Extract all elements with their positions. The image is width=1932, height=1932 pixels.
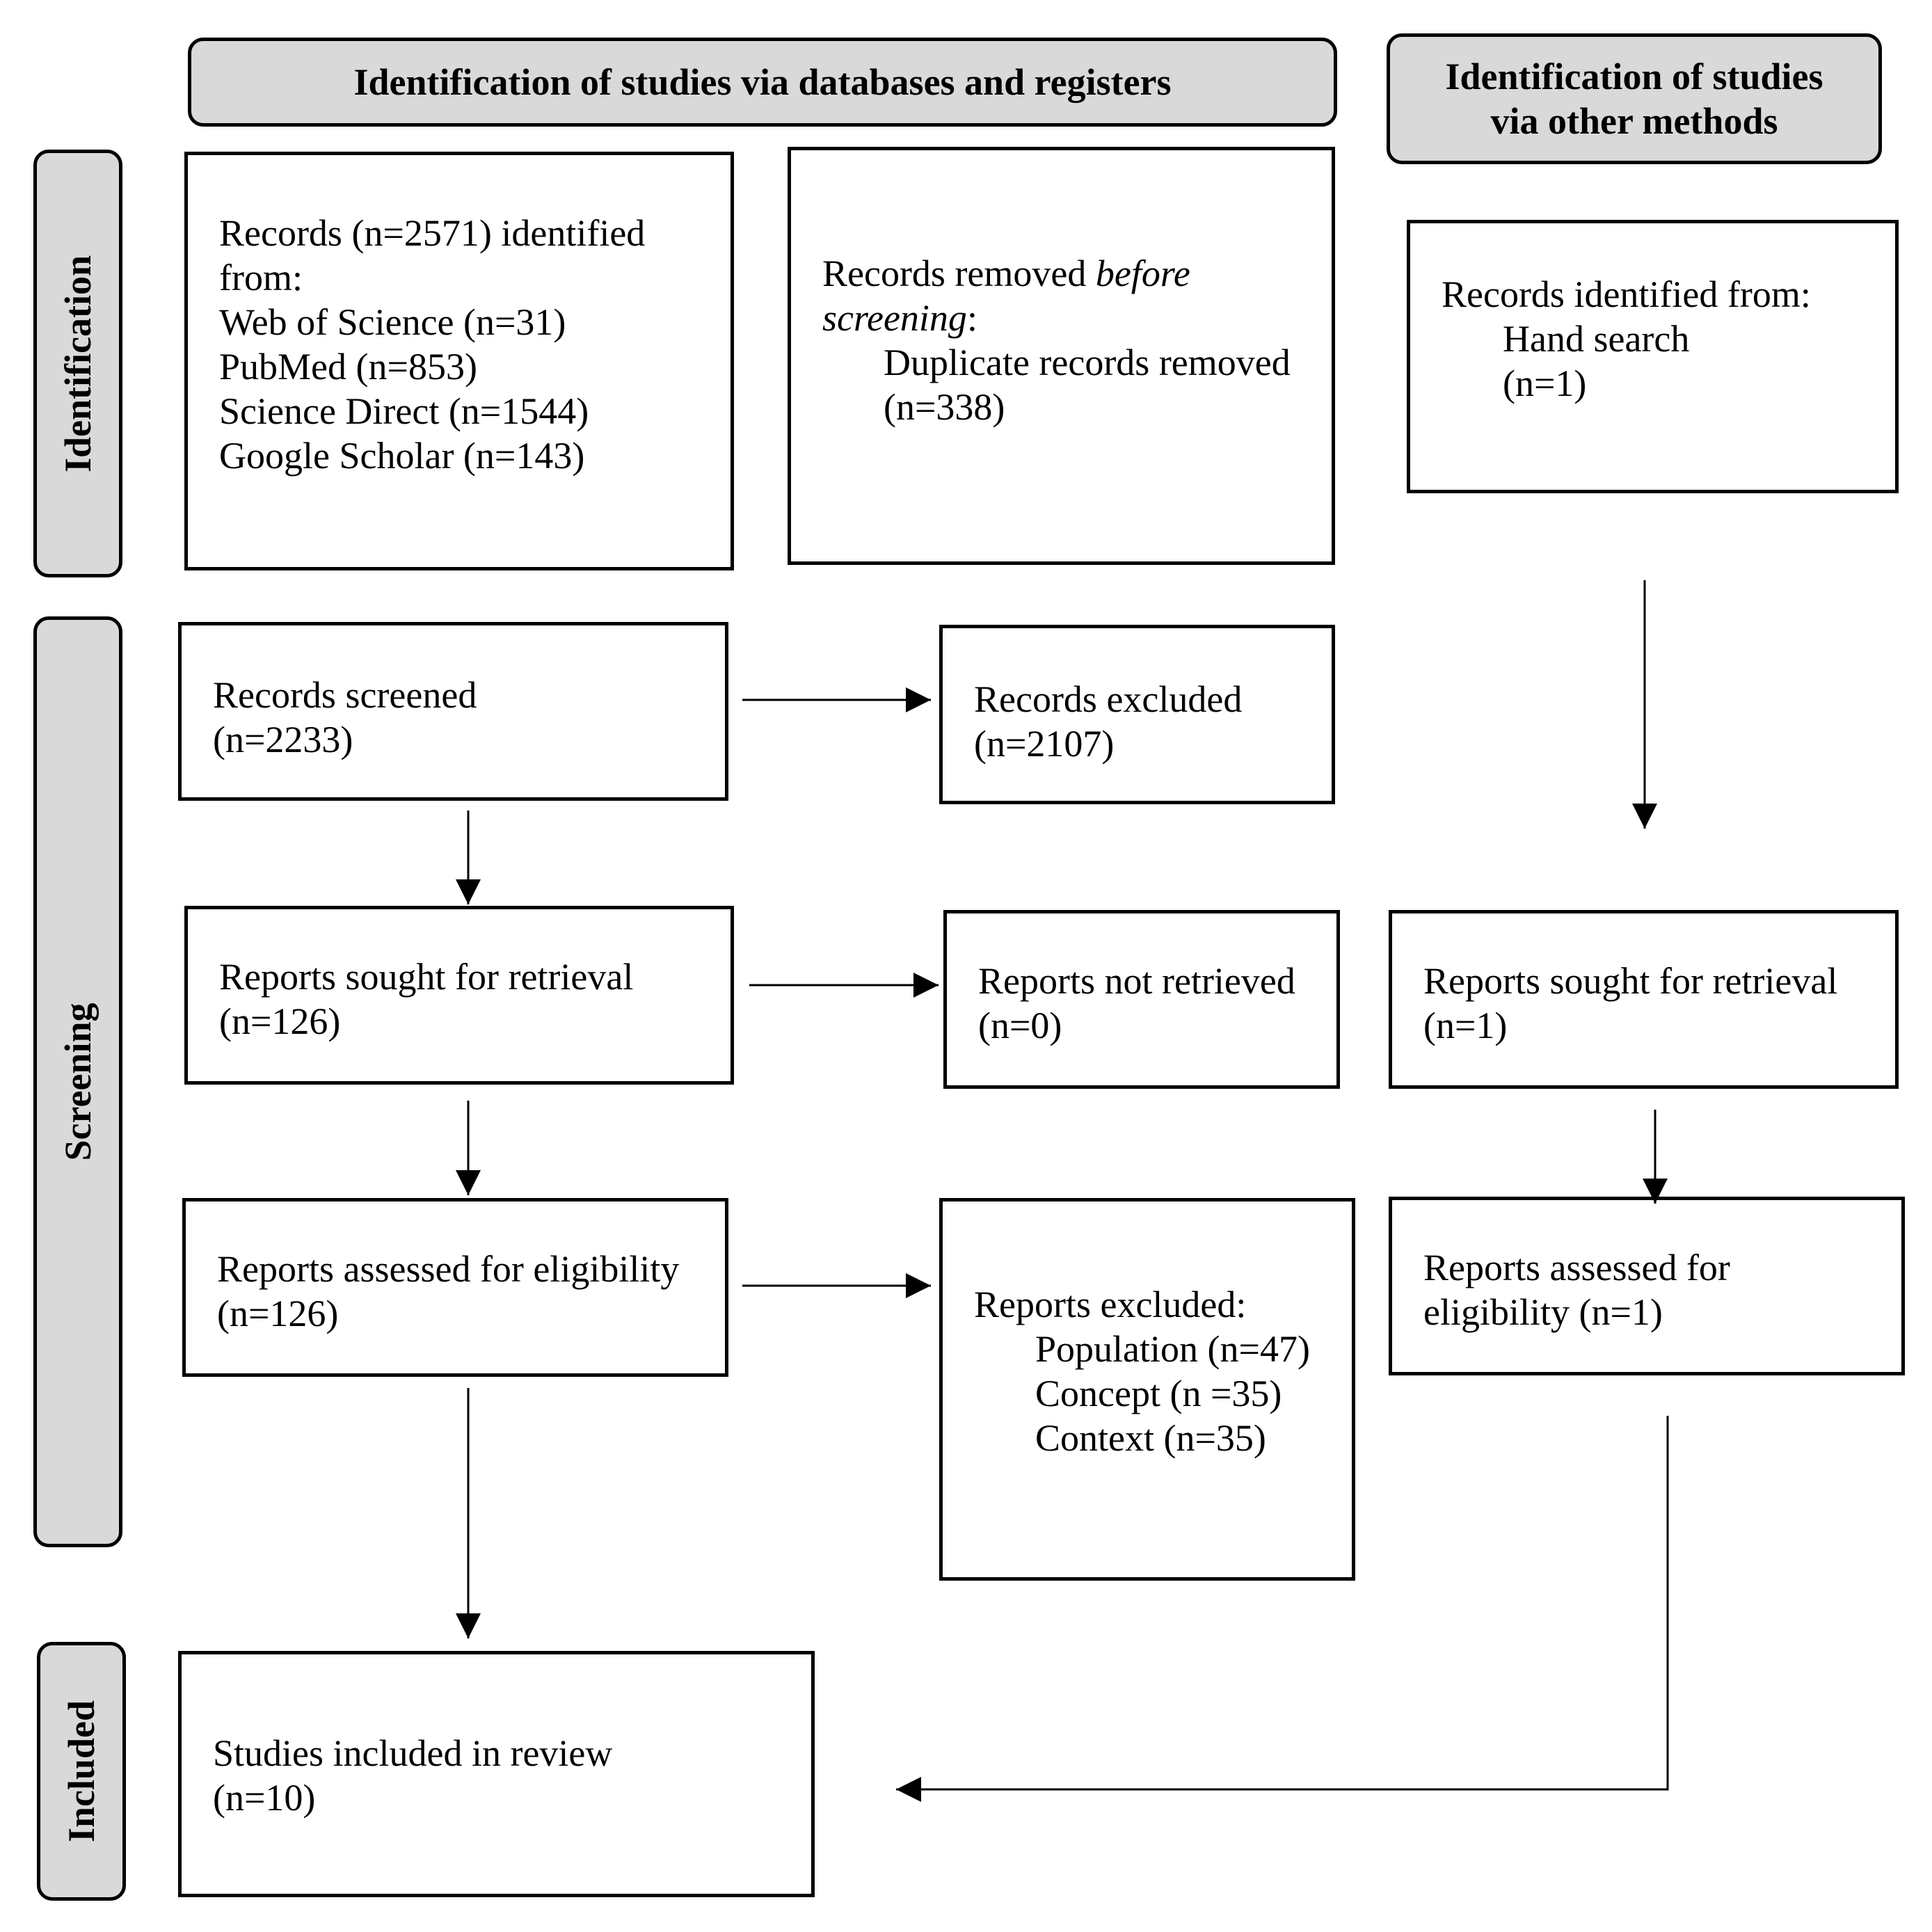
header-other-line2: via other methods [1490,100,1778,142]
records-removed-line1: Records removed before [822,251,1332,296]
records-removed-line2: screening: [822,296,1332,340]
other-records-identified-box: Records identified from: Hand search (n=… [1407,220,1899,493]
removed-before: before [1095,253,1190,294]
reports-excluded-box: Reports excluded: Population (n=47) Conc… [939,1198,1355,1581]
reports-not-retrieved-box: Reports not retrieved (n=0) [943,910,1340,1089]
reports-not-retrieved-label: Reports not retrieved [978,960,1295,1002]
other-identified-line1: Records identified from: [1442,273,1811,315]
removed-prefix: Records removed [822,253,1096,294]
source-google-scholar: Google Scholar (n=143) [219,435,585,477]
records-removed-box: Records removed before screening: Duplic… [788,147,1335,565]
other-reports-assessed-box: Reports assessed for eligibility (n=1) [1389,1197,1905,1375]
header-databases-label: Identification of studies via databases … [353,61,1172,103]
stage-included: Included [37,1642,126,1901]
studies-included-box: Studies included in review (n=10) [178,1651,815,1897]
records-screened-box: Records screened (n=2233) [178,622,728,801]
reports-assessed-box: Reports assessed for eligibility (n=126) [182,1198,728,1377]
header-databases: Identification of studies via databases … [188,38,1337,127]
records-identified-line2: from: [219,257,303,298]
header-other-methods: Identification of studies via other meth… [1387,33,1882,164]
reports-excluded-label: Reports excluded: [974,1284,1247,1325]
records-excluded-label: Records excluded [974,678,1243,720]
hand-search: Hand search [1503,318,1690,360]
hand-search-count: (n=1) [1503,362,1587,404]
other-reports-sought-count: (n=1) [1423,1005,1508,1046]
records-screened-count: (n=2233) [213,719,353,760]
reason-population: Population (n=47) [1035,1328,1310,1370]
other-reports-sought-label: Reports sought for retrieval [1423,960,1838,1002]
records-excluded-count: (n=2107) [974,723,1115,765]
reports-not-retrieved-count: (n=0) [978,1005,1062,1046]
removed-colon: : [966,297,977,339]
other-reports-sought-box: Reports sought for retrieval (n=1) [1389,910,1899,1089]
reason-concept: Concept (n =35) [1035,1373,1282,1414]
records-screened-label: Records screened [213,674,477,716]
duplicates-count: (n=338) [884,386,1005,428]
studies-included-count: (n=10) [213,1777,316,1819]
stage-identification: Identification [33,150,122,577]
other-reports-assessed-count: eligibility (n=1) [1423,1291,1663,1333]
source-web-of-science: Web of Science (n=31) [219,301,566,343]
records-identified-box: Records (n=2571) identified from: Web of… [184,152,734,570]
header-other-line1: Identification of studies [1445,56,1823,97]
source-pubmed: PubMed (n=853) [219,346,477,388]
reports-sought-label: Reports sought for retrieval [219,956,634,998]
reports-sought-count: (n=126) [219,1000,341,1042]
removed-screening: screening [822,297,967,339]
source-science-direct: Science Direct (n=1544) [219,390,589,432]
reports-assessed-label: Reports assessed for eligibility [217,1248,680,1290]
records-identified-line1: Records (n=2571) identified [219,212,646,254]
arrow-other-assessed-to-included [896,1416,1669,1802]
reports-assessed-count: (n=126) [217,1293,339,1334]
stage-screening: Screening [33,616,122,1547]
other-reports-assessed-label: Reports assessed for [1423,1247,1730,1288]
duplicates-removed: Duplicate records removed [884,342,1291,383]
studies-included-label: Studies included in review [213,1732,613,1774]
records-excluded-box: Records excluded (n=2107) [939,625,1335,804]
reports-sought-box: Reports sought for retrieval (n=126) [184,906,734,1085]
reason-context: Context (n=35) [1035,1417,1266,1459]
